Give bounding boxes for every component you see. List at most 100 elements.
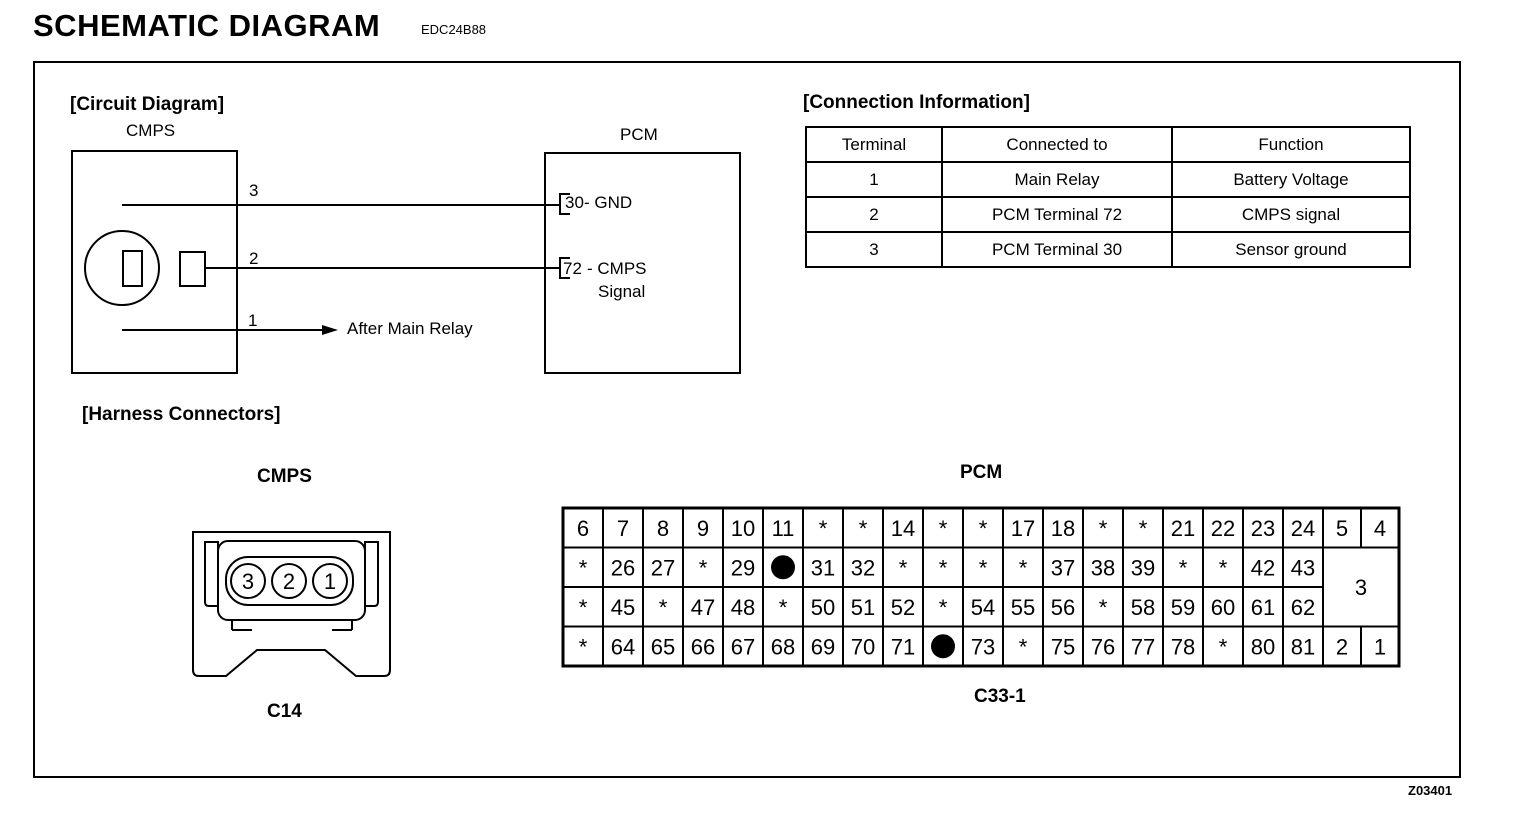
pcm-pin-label: 50 (811, 595, 835, 620)
pcm-pin-label: 9 (697, 516, 709, 541)
pcm-pin-label: 68 (771, 634, 795, 659)
pcm-pin-label: 67 (731, 634, 755, 659)
cmps-latch-left (204, 541, 219, 607)
pcm-pin-label: 51 (851, 595, 875, 620)
pin-72-function: - CMPS (587, 259, 647, 278)
pcm-unused-pin-marker: * (1019, 634, 1028, 659)
harness-connectors-heading: [Harness Connectors] (82, 404, 281, 425)
pcm-pin-label: 39 (1131, 555, 1155, 580)
pcm-box (544, 152, 741, 374)
wire-3-number: 3 (249, 181, 259, 200)
cmps-pin-2 (271, 563, 307, 599)
cmps-box (71, 150, 238, 374)
pcm-pin-label: 38 (1091, 555, 1115, 580)
cmps-connector-id: C14 (267, 701, 302, 722)
pcm-pin-label: 66 (691, 634, 715, 659)
pcm-pin-label: 10 (731, 516, 755, 541)
pcm-pin-label: 65 (651, 634, 675, 659)
pcm-unused-pin-marker: * (1179, 555, 1188, 580)
cmps-connector-label: CMPS (257, 466, 312, 487)
pcm-pin-label: 18 (1051, 516, 1075, 541)
pcm-pin-label: 76 (1091, 634, 1115, 659)
cmps-pin-3 (230, 563, 266, 599)
pcm-pin-label: 61 (1251, 595, 1275, 620)
cmps-connector-face (217, 540, 366, 621)
pcm-pin-label: 26 (611, 555, 635, 580)
pcm-pin-label: 29 (731, 555, 755, 580)
pcm-pin-label: 31 (811, 555, 835, 580)
pcm-pin-label: 45 (611, 595, 635, 620)
connection-info-heading: [Connection Information] (803, 92, 1030, 113)
wire-1-number: 1 (248, 311, 258, 330)
table-cell: 2 (805, 196, 943, 233)
pcm-pin-label: 21 (1171, 516, 1195, 541)
pcm-unused-pin-marker: * (899, 555, 908, 580)
pcm-pin-label: 7 (617, 516, 629, 541)
pcm-pin-label: 27 (651, 555, 675, 580)
cmps-pin-label: 3 (242, 569, 254, 594)
pin-72-number: 72 (563, 259, 582, 278)
pcm-pin-label: 54 (971, 595, 995, 620)
pcm-pin-label: 37 (1051, 555, 1075, 580)
table-header-row: Terminal Connected to Function (805, 126, 1411, 163)
page-title: SCHEMATIC DIAGRAM (33, 8, 381, 43)
cmps-latch-right (364, 541, 379, 607)
wire-1-arrow (322, 325, 338, 335)
pin-30-bracket (559, 193, 570, 215)
pcm-unused-pin-marker: * (979, 516, 988, 541)
pcm-pin-label: 69 (811, 634, 835, 659)
col-header-function: Function (1171, 126, 1411, 163)
pcm-pin-label: 14 (891, 516, 915, 541)
pcm-label: PCM (620, 125, 658, 144)
connection-table: Terminal Connected to Function 1 Main Re… (805, 126, 1411, 268)
pcm-pin-label: 48 (731, 595, 755, 620)
diagram-frame (33, 61, 1461, 778)
pcm-unused-pin-marker: * (859, 516, 868, 541)
pcm-pin-label: 11 (772, 516, 795, 541)
pcm-connector-label: PCM (960, 462, 1003, 483)
pcm-unused-pin-marker: * (1219, 634, 1228, 659)
pcm-pin-label: 32 (851, 555, 875, 580)
pcm-unused-pin-marker: * (819, 516, 828, 541)
pcm-connector-id: C33-1 (974, 686, 1026, 707)
pcm-unused-pin-marker: * (939, 595, 948, 620)
pcm-pin-label: 62 (1291, 595, 1315, 620)
pcm-pin-label: 2 (1336, 634, 1348, 659)
pcm-filled-pin-marker (931, 634, 955, 659)
table-row: 1 Main Relay Battery Voltage (805, 161, 1411, 198)
pcm-pin-label: 6 (577, 516, 589, 541)
pcm-pin-label: 71 (891, 634, 915, 659)
cmps-pin-label: 1 (324, 569, 336, 594)
pcm-unused-pin-marker: * (699, 555, 708, 580)
pcm-pin-label: 70 (851, 634, 875, 659)
cmps-pin-label: 2 (283, 569, 295, 594)
pcm-pin-label: 4 (1374, 516, 1386, 541)
pin-30-function: - GND (584, 193, 633, 212)
table-cell: PCM Terminal 30 (941, 231, 1173, 268)
pcm-unused-pin-marker: * (1139, 516, 1148, 541)
pcm-pin-label: 47 (691, 595, 715, 620)
pcm-pin-label: 52 (891, 595, 915, 620)
pcm-pin-label: 22 (1211, 516, 1235, 541)
pcm-pin-label: 56 (1051, 595, 1075, 620)
figure-reference: Z03401 (1408, 783, 1453, 798)
cmps-pin-housing (225, 556, 354, 606)
pcm-unused-pin-marker: * (939, 555, 948, 580)
pcm-pin-label: 8 (657, 516, 669, 541)
pcm-pin-label: 80 (1251, 634, 1275, 659)
pcm-pin-label: 3 (1355, 575, 1367, 600)
pcm-pin-label: 42 (1251, 555, 1275, 580)
pcm-unused-pin-marker: * (579, 555, 588, 580)
sensor-circle (84, 230, 160, 306)
table-cell: 3 (805, 231, 943, 268)
wire-2-number: 2 (249, 249, 259, 268)
pcm-pin-label: 1 (1374, 634, 1386, 659)
sensor-element (122, 250, 143, 287)
pcm-pin-label: 43 (1291, 555, 1315, 580)
pcm-pin-label: 78 (1171, 634, 1195, 659)
pcm-pin-label: 81 (1291, 634, 1315, 659)
pin-72-bracket (559, 257, 570, 279)
col-header-terminal: Terminal (805, 126, 943, 163)
